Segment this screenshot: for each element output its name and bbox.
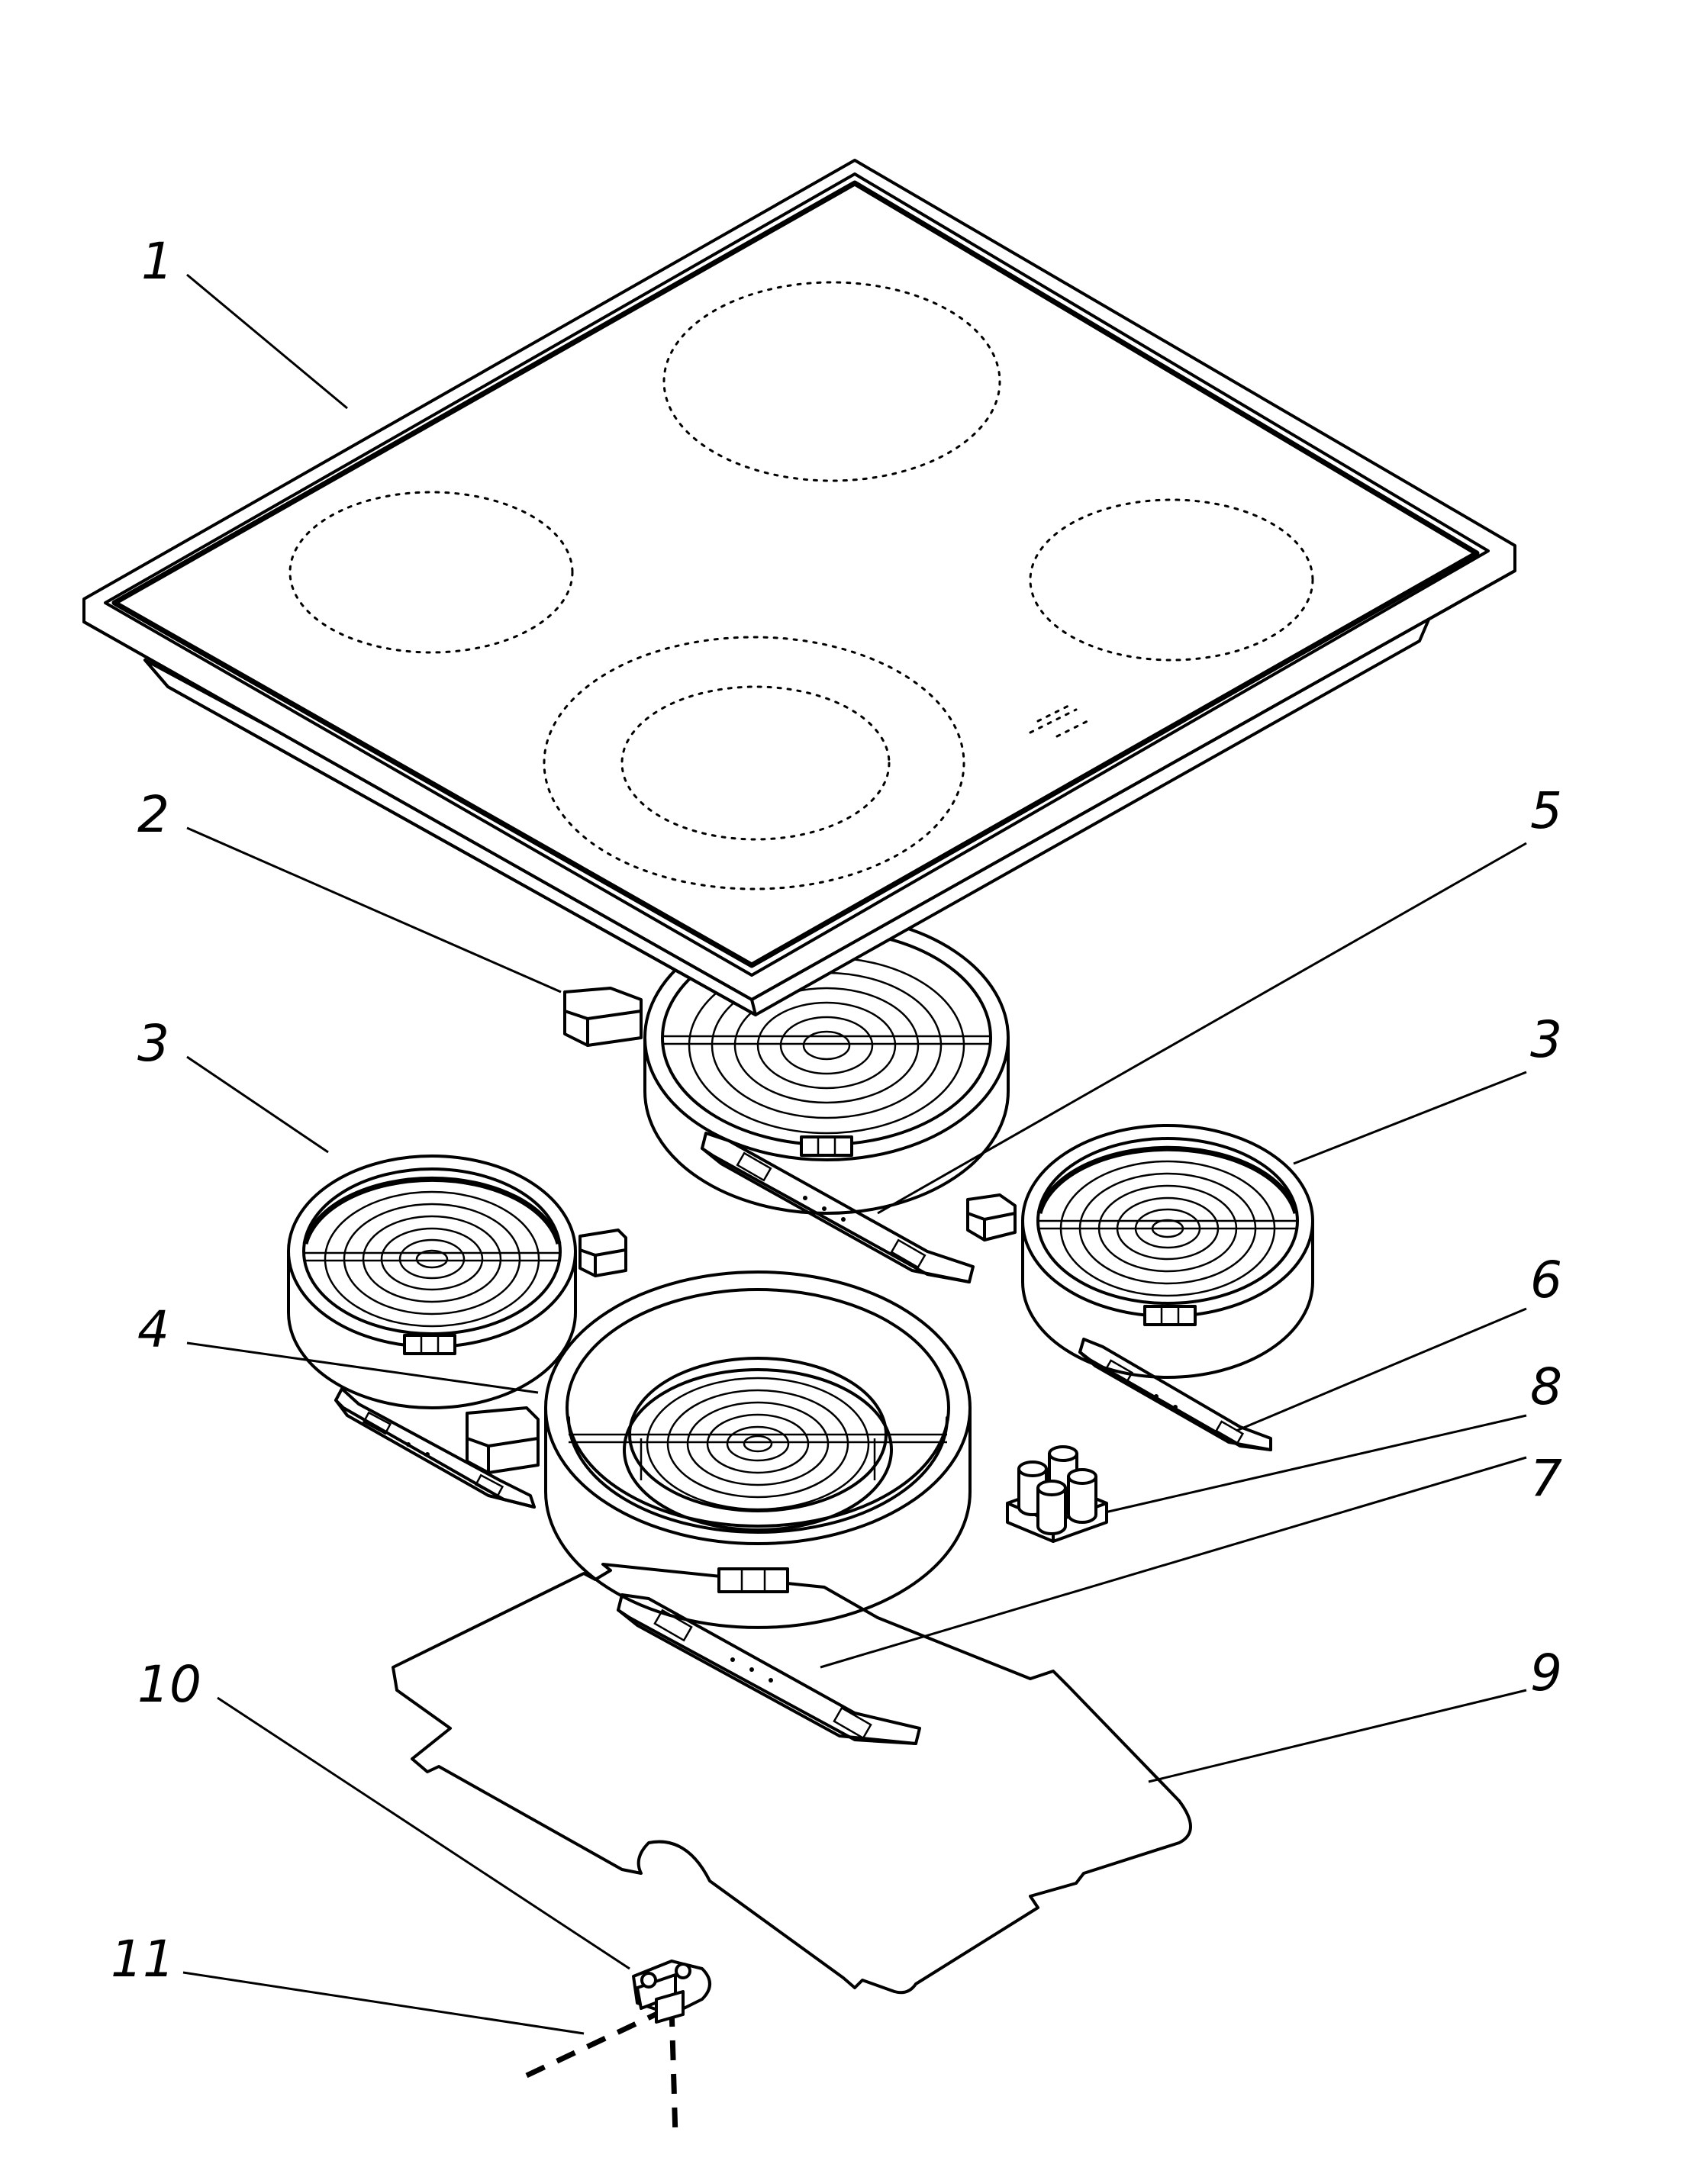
cable-clamp: [632, 1960, 711, 2024]
label-cable-clamp: 10: [137, 1655, 201, 1714]
terminal-block: [1006, 1445, 1108, 1543]
bracket-right: [1078, 1338, 1272, 1451]
label-terminal-block: 8: [1530, 1357, 1562, 1416]
radiant-element-right: [966, 1124, 1314, 1379]
screw-dashed-axis: [525, 2004, 678, 2137]
label-screw: 11: [111, 1930, 175, 1989]
ceramic-hob: [82, 159, 1516, 1016]
base-plate: [392, 1563, 1192, 1995]
label-hob: 1: [141, 232, 173, 291]
radiant-element-left: [287, 1155, 627, 1409]
part-labels: 1 2 3 5 3 4 6 8 7 9 10 11: [111, 232, 1562, 1989]
label-radiant-right: 3: [1530, 1010, 1562, 1069]
leader-lines: [182, 273, 1527, 2035]
connector-block: [563, 987, 643, 1047]
bracket-left: [334, 1387, 536, 1509]
label-connector-block: 2: [137, 785, 169, 844]
label-dual-zone: 4: [137, 1300, 169, 1359]
label-radiant-left: 3: [137, 1014, 169, 1073]
bracket-front: [617, 1593, 921, 1745]
label-base-plate: 9: [1530, 1644, 1562, 1702]
label-bracket-front: 7: [1530, 1449, 1562, 1508]
bracket-rear: [701, 1132, 975, 1283]
label-bracket-rear: 5: [1530, 781, 1562, 840]
control-marking: [1029, 704, 1089, 738]
dual-zone-element: [466, 1270, 972, 1629]
label-bracket-right: 6: [1530, 1251, 1562, 1309]
